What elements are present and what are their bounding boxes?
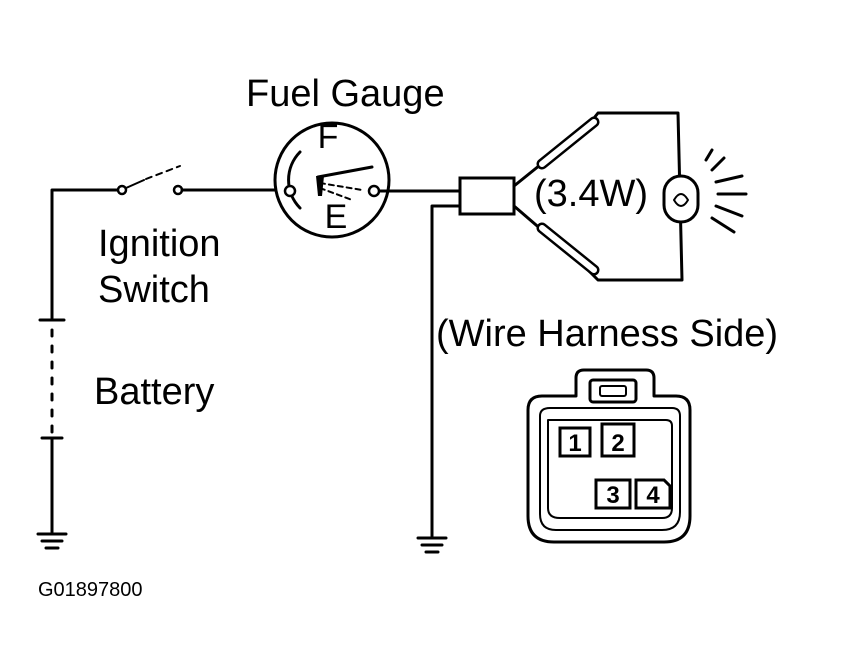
pin-4: 4 [634, 478, 672, 510]
pin-3: 3 [594, 478, 632, 510]
upper-wire-sleeve [536, 116, 600, 170]
pin-1-label: 1 [568, 430, 581, 457]
ground-symbol-left [36, 532, 68, 550]
battery-label: Battery [94, 371, 214, 413]
fuel-gauge-label: Fuel Gauge [246, 73, 445, 115]
connector-face-view: 1 2 3 4 [526, 368, 692, 544]
battery-ground-circuit [36, 188, 120, 550]
pin-2-label: 2 [611, 430, 624, 457]
lower-wire-sleeve [536, 222, 600, 276]
ignition-label-line1: Ignition [98, 223, 221, 265]
bulb-rating-label: (3.4W) [534, 173, 648, 215]
gauge-ground-circuit [416, 204, 462, 554]
pin-1: 1 [558, 426, 592, 458]
ground-symbol-right [416, 536, 448, 554]
pin-4-label: 4 [646, 482, 660, 509]
ignition-label-line2: Switch [98, 269, 210, 311]
pin-2: 2 [600, 422, 636, 458]
ignition-switch-symbol [116, 165, 286, 196]
harness-side-label: (Wire Harness Side) [436, 313, 778, 355]
fuel-gauge-symbol: F E [273, 118, 462, 239]
figure-id-label: G01897800 [38, 579, 143, 601]
pin-3-label: 3 [606, 482, 619, 509]
bulb-connector-circuit: (3.4W) [458, 111, 748, 282]
gauge-full-mark: F [318, 118, 339, 156]
bulb-icon [662, 174, 700, 224]
gauge-empty-mark: E [325, 198, 348, 236]
light-rays [704, 148, 748, 234]
